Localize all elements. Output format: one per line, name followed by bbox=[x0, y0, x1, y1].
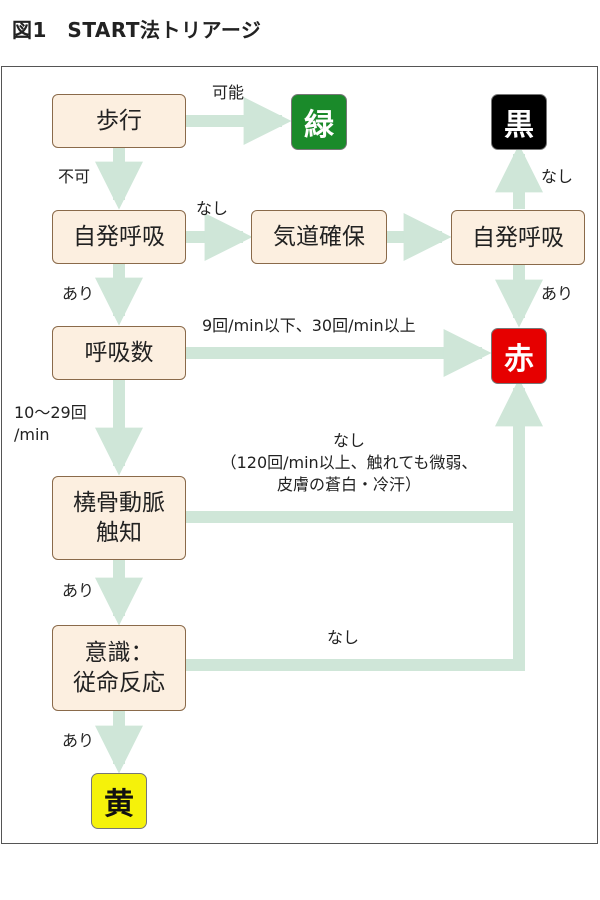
box-walk: 歩行 bbox=[52, 94, 186, 148]
tag-black: 黒 bbox=[491, 94, 547, 150]
label-yes-yellow: あり bbox=[62, 731, 95, 750]
label-yes-rate: あり bbox=[62, 284, 95, 303]
box-consciousness: 意識： 従命反応 bbox=[52, 625, 186, 711]
label-none-conscious: なし bbox=[327, 628, 360, 647]
arrow-conscious-red bbox=[186, 517, 525, 671]
label-none-radial: なし （120回/min以上、触れても微弱、 皮膚の蒼白・冷汗） bbox=[220, 431, 478, 494]
box-airway: 気道確保 bbox=[251, 210, 387, 264]
label-rate-range: 9回/min以下、30回/min以上 bbox=[202, 316, 416, 335]
tag-yellow: 黄 bbox=[91, 773, 147, 829]
label-yes-red: あり bbox=[541, 284, 574, 303]
box-spontaneous-breathing-2: 自発呼吸 bbox=[451, 210, 585, 265]
label-impossible: 不可 bbox=[58, 167, 91, 186]
label-none-airway: なし bbox=[196, 199, 229, 218]
diagram-frame bbox=[1, 66, 598, 844]
box-radial-pulse: 橈骨動脈 触知 bbox=[52, 476, 186, 560]
label-rate-ok: 10～29回 /min bbox=[14, 403, 87, 444]
label-possible: 可能 bbox=[212, 83, 245, 102]
box-respiratory-rate: 呼吸数 bbox=[52, 326, 186, 380]
page-title: 図1 START法トリアージ bbox=[12, 18, 262, 42]
label-yes-conscious: あり bbox=[62, 581, 95, 600]
box-spontaneous-breathing-1: 自発呼吸 bbox=[52, 210, 186, 264]
label-none-black: なし bbox=[541, 167, 574, 186]
tag-red: 赤 bbox=[491, 328, 547, 384]
tag-green: 緑 bbox=[291, 94, 347, 150]
